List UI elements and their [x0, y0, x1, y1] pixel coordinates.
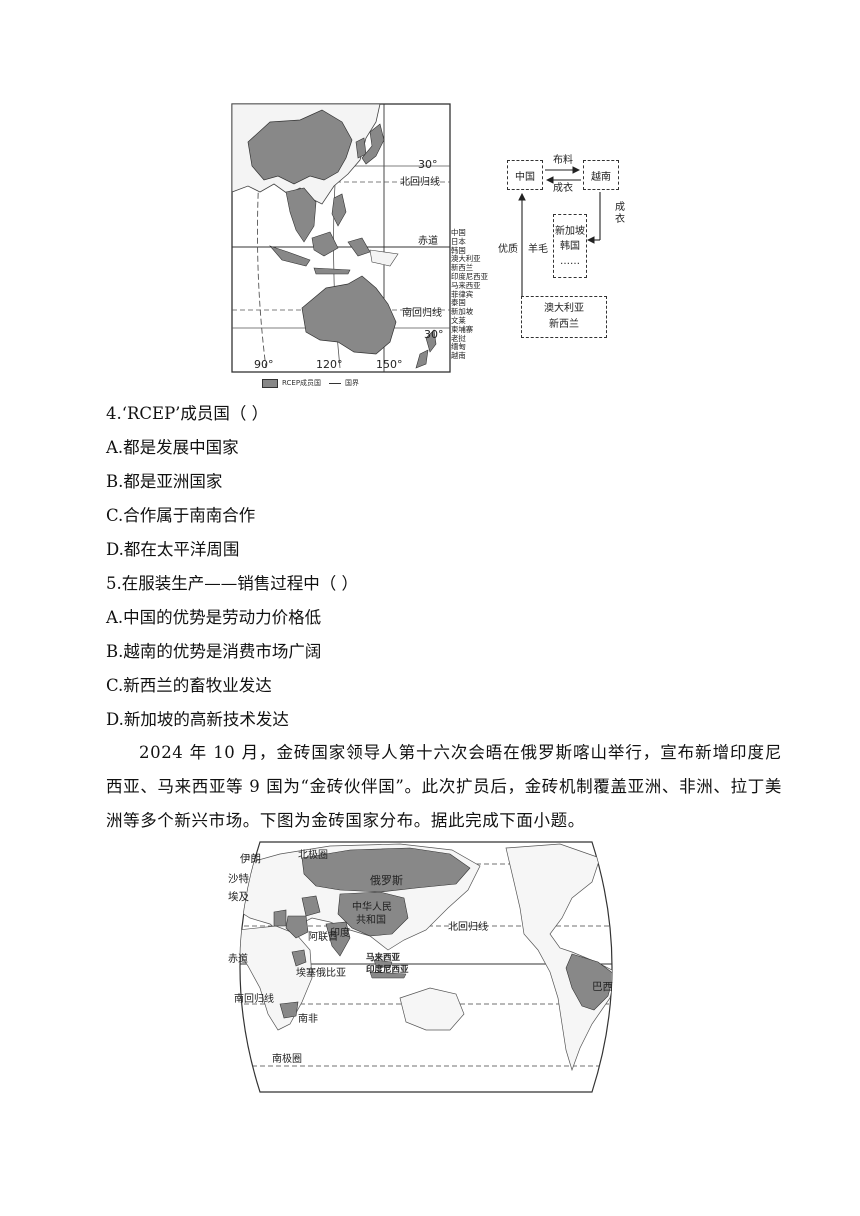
- india-shape: [325, 921, 351, 957]
- vietnam-box: 越南: [583, 160, 619, 190]
- legend-border-label: 国界: [345, 379, 360, 387]
- rcep-legend: RCEP成员国 国界: [262, 377, 402, 389]
- wool-label: 羊毛: [528, 244, 548, 255]
- rcep-member-item: 澳大利亚: [451, 254, 481, 264]
- passage: 2024 年 10 月，金砖国家领导人第十六次会晤在俄罗斯喀山举行，宣布新增印度…: [106, 743, 782, 830]
- brics-ethiopia-label: 埃塞俄比亚: [296, 966, 346, 979]
- brics-malaysia-label: 马来西亚: [366, 952, 401, 963]
- fabric-label: 布料: [553, 155, 573, 166]
- brics-tropic-capricorn-label: 南回归线: [234, 992, 274, 1005]
- rcep-map-svg: 30° 北回归线 赤道 南回归线 30° 90° 120° 150°: [231, 103, 451, 373]
- equator-label: 赤道: [418, 234, 438, 247]
- brics-brazil-label: 巴西: [592, 981, 613, 993]
- tropic-capricorn-label: 南回归线: [402, 306, 442, 319]
- q4-option-c: C.合作属于南南合作: [106, 506, 256, 525]
- brics-uae-label: 阿联酋: [308, 930, 338, 943]
- q5-option-a: A.中国的优势是劳动力价格低: [106, 608, 322, 627]
- lon-90-label: 90°: [254, 358, 274, 371]
- rcep-member-item: 菲律宾: [451, 289, 474, 299]
- brics-iran-label: 伊朗: [240, 853, 261, 865]
- rcep-member-item: 缅甸: [451, 342, 466, 352]
- brics-china-label-1: 中华人民: [352, 900, 392, 913]
- oceania-line-2: 新西兰: [549, 319, 579, 330]
- australia-shape: [301, 275, 397, 355]
- lat-30-top-label: 30°: [418, 158, 438, 171]
- rcep-member-item: 柬埔寨: [451, 324, 474, 334]
- russia-shape: [301, 847, 471, 893]
- rcep-member-item: 印度尼西亚: [451, 271, 488, 281]
- lat-30-bottom-label: 30°: [424, 328, 444, 341]
- lon-150-label: 150°: [376, 358, 403, 371]
- legend-member-label: RCEP成员国: [282, 379, 322, 387]
- rcep-map: 30° 北回归线 赤道 南回归线 30° 90° 120° 150°: [230, 102, 490, 374]
- q4-option-b: B.都是亚洲国家: [106, 472, 223, 491]
- rcep-member-item: 越南: [451, 351, 466, 361]
- rcep-member-item: 马来西亚: [451, 280, 481, 290]
- rcep-member-item: 文莱: [451, 315, 466, 325]
- asia-box-line-1: 新加坡: [555, 225, 585, 237]
- rcep-member-item: 泰国: [451, 298, 466, 308]
- oceania-line-1: 澳大利亚: [544, 303, 584, 314]
- trade-flow-diagram: 中国 越南 新加坡 韩国 …… 澳大利亚 新西兰 布料 成衣 成衣 优质 羊毛: [495, 150, 645, 345]
- rcep-member-item: 新西兰: [451, 263, 474, 273]
- lon-120-label: 120°: [316, 358, 343, 371]
- china-brics-shape: [337, 891, 409, 937]
- q4-stem: 4.‘RCEP’成员国（ ）: [106, 404, 269, 423]
- tropic-cancer-label: 北回归线: [400, 175, 440, 188]
- brics-russia-label: 俄罗斯: [370, 874, 403, 887]
- rcep-member-item: 中国: [451, 228, 466, 237]
- brazil-shape: [565, 953, 612, 1011]
- brics-equator-label: 赤道: [228, 952, 248, 965]
- legend-member-swatch: [262, 378, 278, 388]
- brics-egypt-label: 埃及: [228, 890, 249, 903]
- brics-arctic-label: 北极圈: [298, 848, 328, 861]
- legend-border-swatch: [329, 382, 342, 384]
- rcep-member-item: 老挝: [451, 333, 466, 343]
- asia-box: 新加坡 韩国 ……: [553, 214, 587, 278]
- brics-south-africa-label: 南非: [298, 1012, 318, 1025]
- garment-back-label: 成衣: [553, 183, 573, 194]
- brics-indonesia-label: 印度尼西亚: [366, 964, 409, 975]
- brics-map-svg: 伊朗 沙特 埃及 北极圈 俄罗斯 中华人民 共和国 印度 阿联酋 北回归线 赤道…: [228, 841, 613, 1093]
- flow-arrows-svg: [518, 166, 601, 296]
- china-shape: [247, 109, 353, 185]
- brics-tropic-cancer-label: 北回归线: [448, 920, 488, 933]
- q4-option-d: D.都在太平洋周围: [106, 540, 240, 559]
- asia-box-line-2: 韩国: [560, 240, 580, 252]
- brics-antarctic-label: 南极圈: [272, 1052, 302, 1065]
- q5-option-c: C.新西兰的畜牧业发达: [106, 676, 272, 695]
- q5-option-d: D.新加坡的高新技术发达: [106, 710, 289, 729]
- brics-map: 伊朗 沙特 埃及 北极圈 俄罗斯 中华人民 共和国 印度 阿联酋 北回归线 赤道…: [220, 838, 632, 1096]
- q5-stem: 5.在服装生产——销售过程中（ ）: [106, 574, 358, 593]
- south-africa-shape: [279, 1001, 299, 1019]
- rcep-member-item: 日本: [451, 236, 466, 246]
- brics-saudi-label: 沙特: [228, 873, 249, 885]
- garment-down-label: 成衣: [615, 202, 625, 225]
- q4-option-a: A.都是发展中国家: [106, 438, 239, 457]
- quality-label: 优质: [498, 244, 518, 255]
- q5-option-b: B.越南的优势是消费市场广阔: [106, 642, 322, 661]
- brics-india-label: 印度: [330, 926, 350, 939]
- rcep-member-list: 中国日本韩国澳大利亚新西兰印度尼西亚马来西亚菲律宾泰国新加坡文莱柬埔寨老挝缅甸越…: [451, 228, 488, 361]
- brics-china-label-2: 共和国: [356, 914, 386, 926]
- oceania-box: 澳大利亚 新西兰: [521, 296, 607, 338]
- rcep-member-item: 新加坡: [451, 307, 474, 317]
- asia-box-line-3: ……: [560, 255, 580, 267]
- china-box: 中国: [507, 160, 543, 190]
- rcep-member-item: 韩国: [451, 245, 466, 255]
